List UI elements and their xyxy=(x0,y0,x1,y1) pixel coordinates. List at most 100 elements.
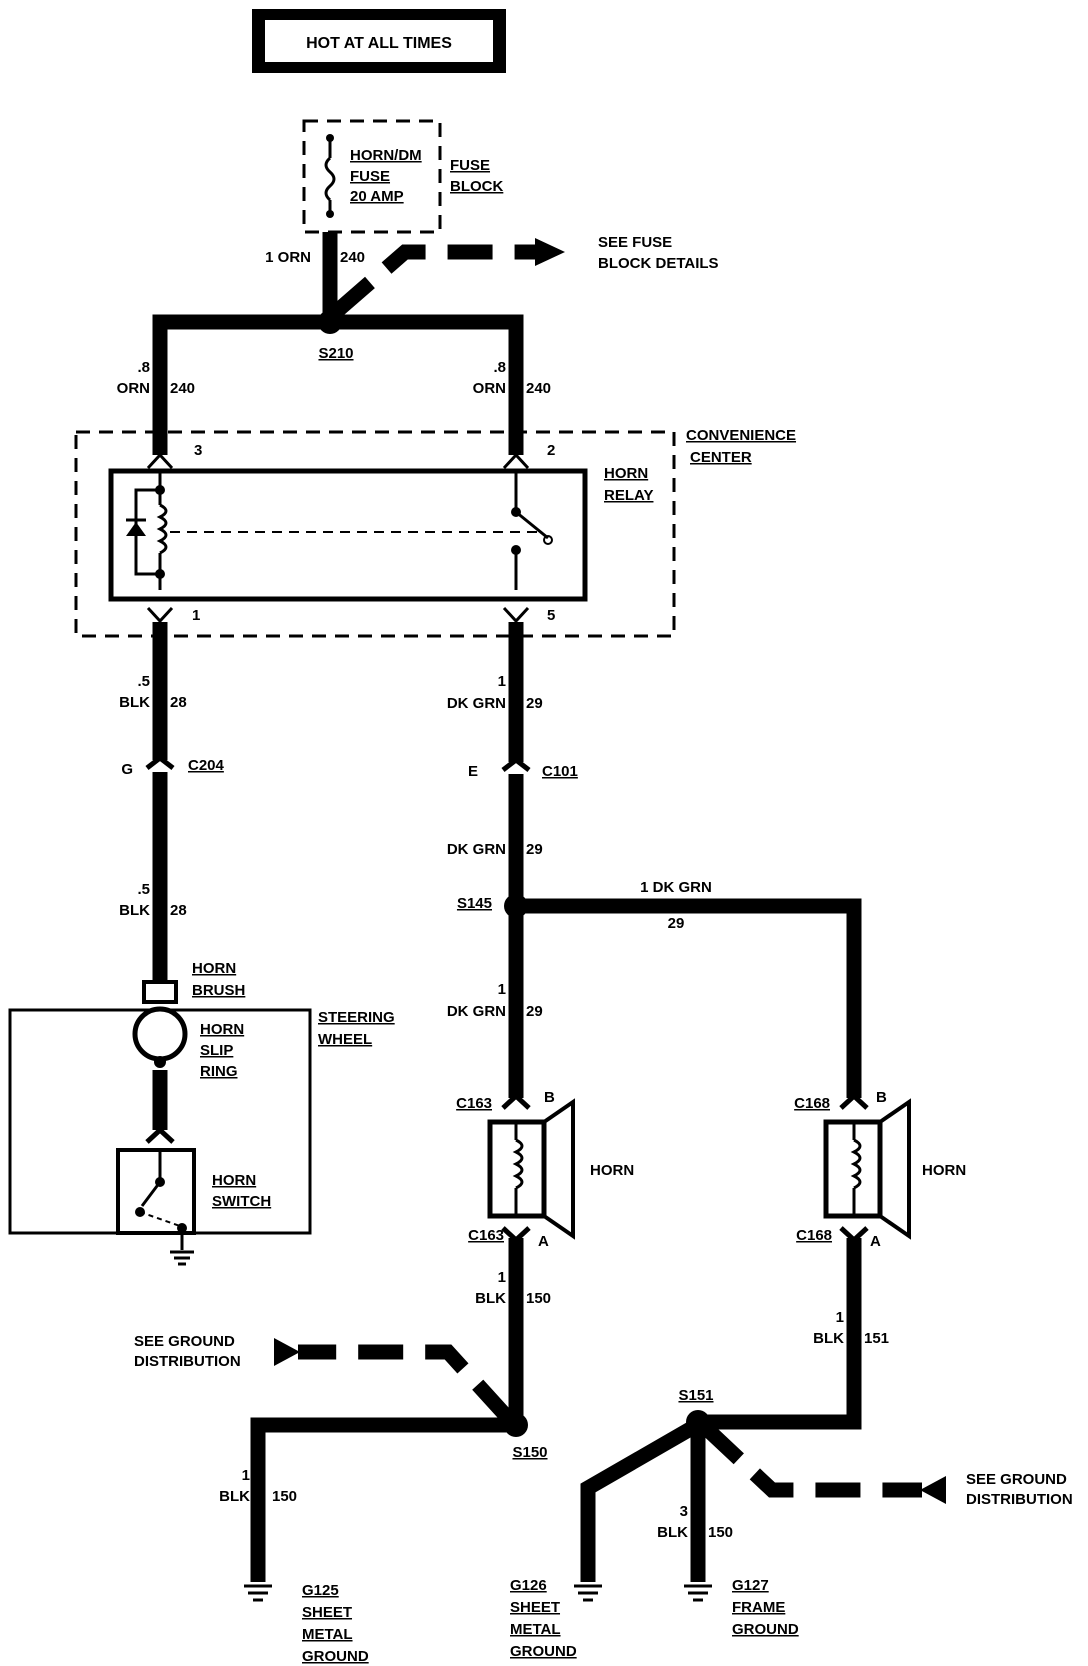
ground-g127-icon xyxy=(684,1584,712,1602)
splice-s210-label: S210 xyxy=(318,345,353,362)
g125-wire-color: BLK xyxy=(219,1488,250,1505)
fuse-block-label-2: BLOCK xyxy=(450,178,503,195)
fuse-rating: 20 AMP xyxy=(350,188,404,205)
horn-2-label: HORN xyxy=(922,1162,966,1179)
dkgrn-mid-circuit: 29 xyxy=(526,841,543,858)
fuse-type: FUSE xyxy=(350,168,390,185)
c101-pin: E xyxy=(468,763,478,780)
wire-blk-150-g125 xyxy=(250,1417,516,1582)
slip-ring-label-3: RING xyxy=(200,1063,238,1080)
horn1-feed-color: DK GRN xyxy=(447,1003,506,1020)
g127-wire-gauge: 3 xyxy=(680,1503,688,1520)
g125-label-2: SHEET xyxy=(302,1604,352,1621)
steering-wheel: STEERING WHEEL HORN BRUSH HORN SLIP RING… xyxy=(8,960,395,1266)
right-orn-circuit: 240 xyxy=(526,380,551,397)
horn-brush-label-2: BRUSH xyxy=(192,982,245,999)
horn-switch-label-2: SWITCH xyxy=(212,1193,271,1210)
horn1-feed-gauge: 1 xyxy=(498,981,506,998)
wire-to-fuse-details xyxy=(331,244,540,318)
horn2-feed-circuit: 29 xyxy=(668,915,685,932)
relay-pin-1: 1 xyxy=(192,607,200,624)
c168-bottom-name: C168 xyxy=(796,1227,832,1244)
blk28-top-color: BLK xyxy=(119,694,150,711)
horn1-feed-circuit: 29 xyxy=(526,1003,543,1020)
slip-ring-label-1: HORN xyxy=(200,1021,244,1038)
wire-feed-circuit: 240 xyxy=(340,249,365,266)
left-orn-color: ORN xyxy=(117,380,150,397)
g127-label-1: G127 xyxy=(732,1577,769,1594)
g127-wire-circuit: 150 xyxy=(708,1524,733,1541)
wire-to-ground-dist-left xyxy=(298,1344,514,1424)
dkgrn-top-gauge: 1 xyxy=(498,673,506,690)
g125-label-3: METAL xyxy=(302,1626,353,1643)
horn1-ground-gauge: 1 xyxy=(498,1269,506,1286)
fuse-name: HORN/DM xyxy=(350,147,422,164)
see-fuse-line1: SEE FUSE xyxy=(598,234,672,251)
splice-s151-label: S151 xyxy=(678,1387,713,1404)
c101-name: C101 xyxy=(542,763,578,780)
c163-bottom-pin: A xyxy=(538,1233,549,1250)
arrow-ground-dist-right xyxy=(920,1476,946,1504)
horn-switch xyxy=(116,1148,196,1235)
relay-pin-3: 3 xyxy=(194,442,202,459)
left-orn-gauge: .8 xyxy=(137,359,150,376)
right-ground-ref-line2: DISTRIBUTION xyxy=(966,1491,1073,1508)
g125-wire-circuit: 150 xyxy=(272,1488,297,1505)
horn2-ground-color: BLK xyxy=(813,1330,844,1347)
horn-1: C163 B HORN C163 A xyxy=(456,1089,634,1250)
slip-ring-label-2: SLIP xyxy=(200,1042,233,1059)
left-orn-circuit: 240 xyxy=(170,380,195,397)
horn-2: C168 B HORN C168 A xyxy=(794,1089,966,1250)
arrow-ground-dist-left xyxy=(274,1338,300,1366)
relay-pin-5: 5 xyxy=(547,607,555,624)
horn1-ground-circuit: 150 xyxy=(526,1290,551,1307)
g126-label-4: GROUND xyxy=(510,1643,577,1660)
dkgrn-top-circuit: 29 xyxy=(526,695,543,712)
right-ground-ref-line1: SEE GROUND xyxy=(966,1471,1067,1488)
blk28-top-gauge: .5 xyxy=(137,673,150,690)
wire-feed-gauge: 1 ORN xyxy=(265,249,311,266)
blk28-top-circuit: 28 xyxy=(170,694,187,711)
convenience-center-label-2: CENTER xyxy=(690,449,752,466)
horn1-ground-color: BLK xyxy=(475,1290,506,1307)
ground-g126-icon xyxy=(574,1584,602,1602)
left-ground-ref-line2: DISTRIBUTION xyxy=(134,1353,241,1370)
convenience-center: CONVENIENCE CENTER xyxy=(74,427,796,638)
header-title: HOT AT ALL TIMES xyxy=(306,35,452,52)
wire-blk-151-horn2 xyxy=(698,1238,862,1430)
ground-g125-icon xyxy=(244,1584,272,1602)
splice-s210 xyxy=(318,310,342,334)
wire-dkgrn-29-to-horn2 xyxy=(516,898,862,1098)
horn-brush-label-1: HORN xyxy=(192,960,236,977)
g127-label-3: GROUND xyxy=(732,1621,799,1638)
g125-label-1: G125 xyxy=(302,1582,339,1599)
g125-label-4: GROUND xyxy=(302,1648,369,1665)
splice-s150-label: S150 xyxy=(512,1444,547,1461)
wire-to-ground-dist-right xyxy=(700,1422,922,1498)
blk28-bottom-circuit: 28 xyxy=(170,902,187,919)
convenience-center-label-1: CONVENIENCE xyxy=(686,427,796,444)
horn2-ground-gauge: 1 xyxy=(836,1309,844,1326)
relay-pin-2: 2 xyxy=(547,442,555,459)
horn-relay-label-1: HORN xyxy=(604,465,648,482)
c204-name: C204 xyxy=(188,757,225,774)
steering-wheel-label-2: WHEEL xyxy=(318,1031,372,1048)
blk28-bottom-color: BLK xyxy=(119,902,150,919)
dkgrn-mid-color: DK GRN xyxy=(447,841,506,858)
arrow-fuse-details xyxy=(535,238,565,266)
fuse-block-label-1: FUSE xyxy=(450,157,490,174)
horn2-feed-label: 1 DK GRN xyxy=(640,879,712,896)
connector-c204 xyxy=(145,754,175,770)
horn2-ground-circuit: 151 xyxy=(864,1330,889,1347)
c204-pin: G xyxy=(121,761,133,778)
horn-slip-ring xyxy=(132,1006,188,1062)
splice-s145-label: S145 xyxy=(457,895,492,912)
horn-brush xyxy=(142,980,178,1004)
right-orn-gauge: .8 xyxy=(493,359,506,376)
c163-bottom-name: C163 xyxy=(468,1227,504,1244)
fuse-block: HORN/DM FUSE 20 AMP FUSE BLOCK xyxy=(302,119,503,234)
g127-label-2: FRAME xyxy=(732,1599,785,1616)
c168-top-pin: B xyxy=(876,1089,887,1106)
wire-orn-240-branches xyxy=(152,314,524,455)
